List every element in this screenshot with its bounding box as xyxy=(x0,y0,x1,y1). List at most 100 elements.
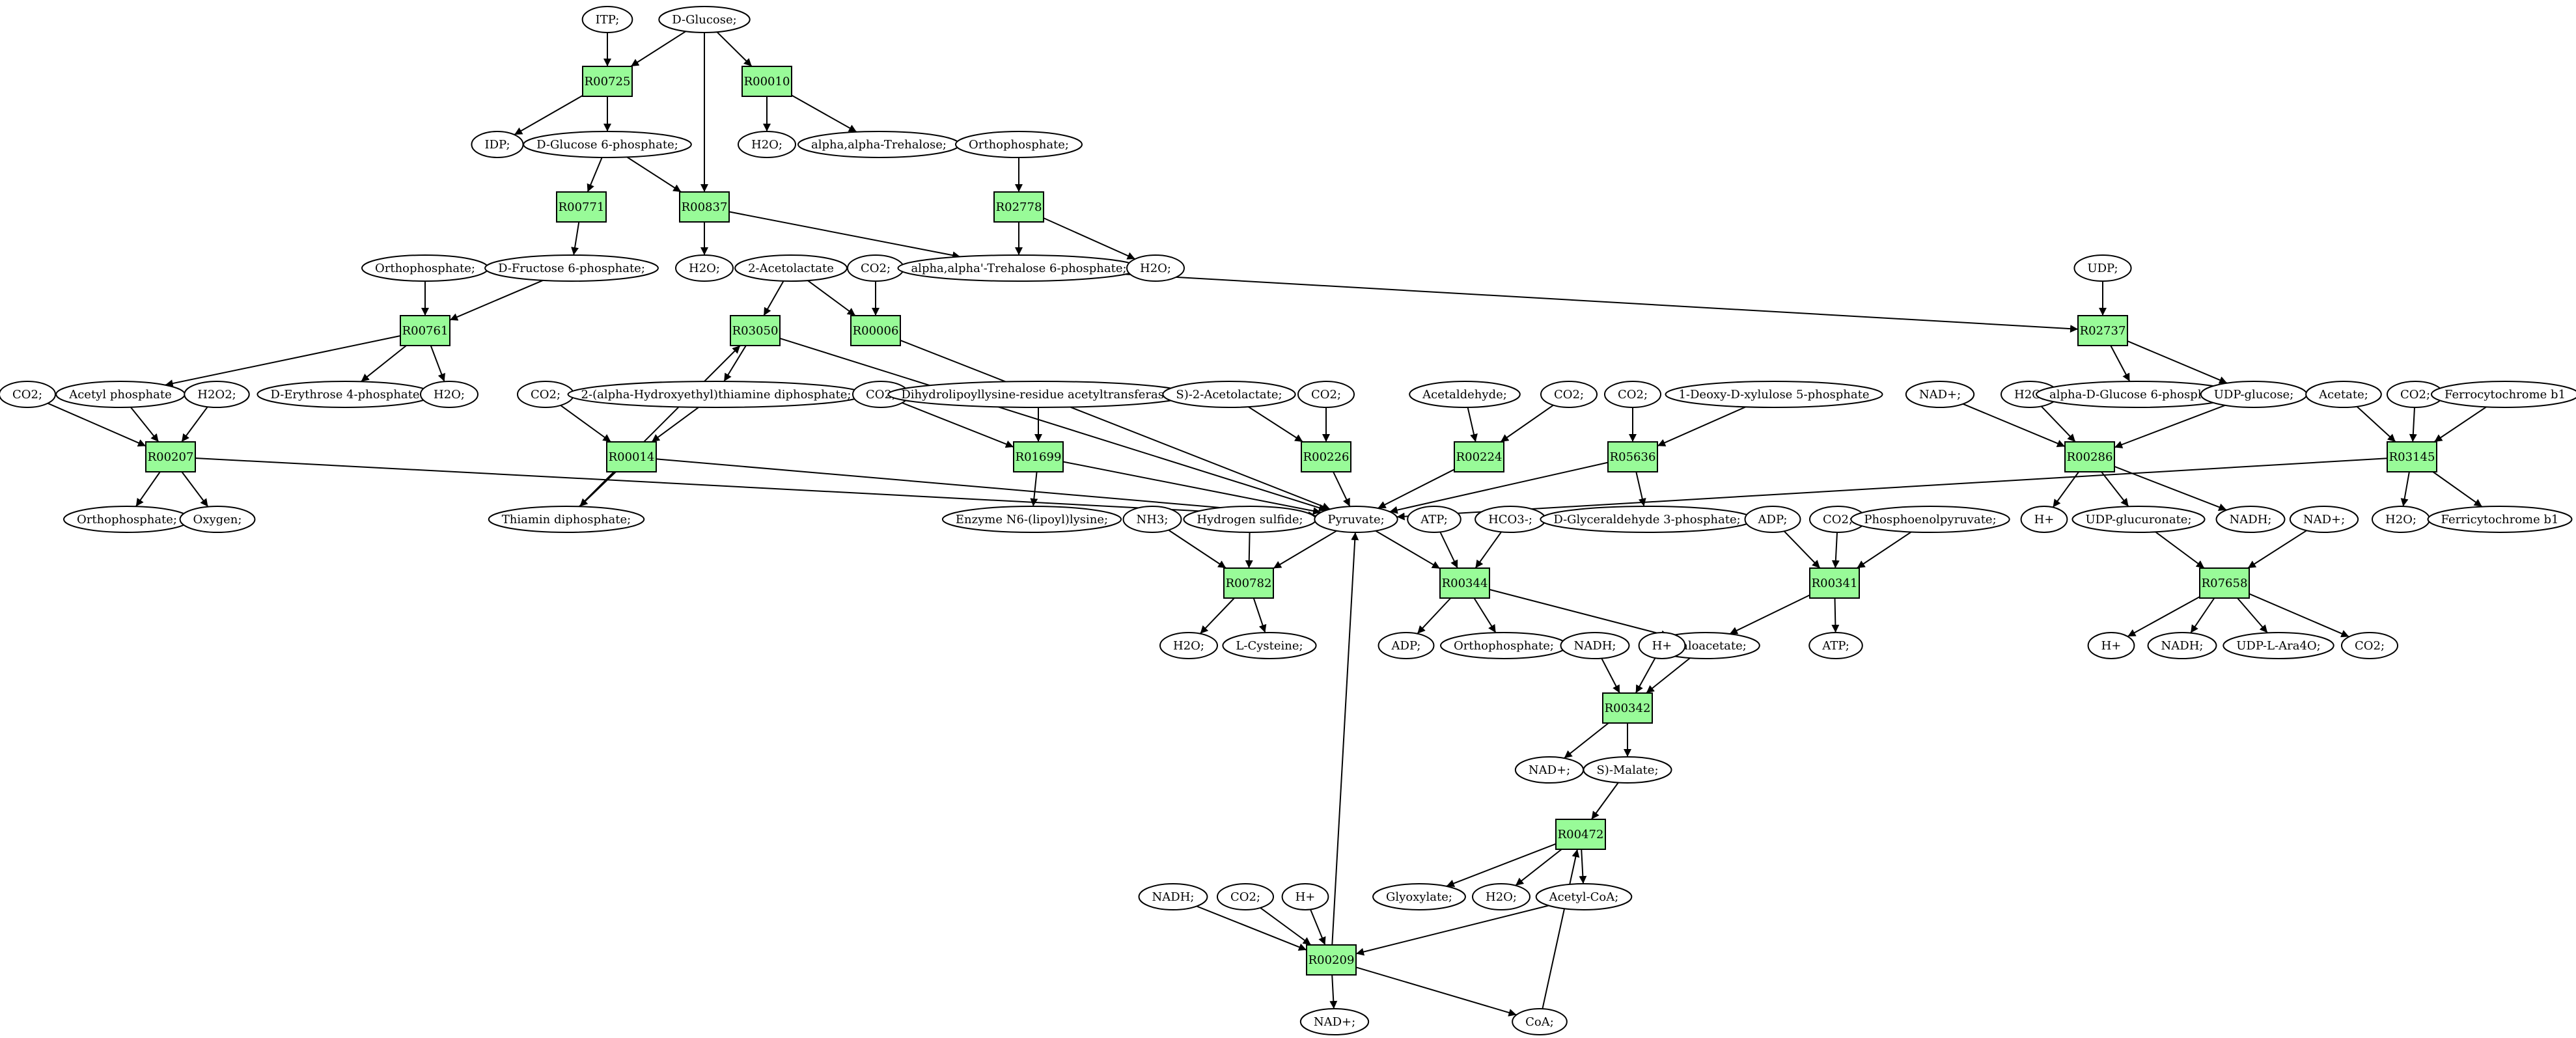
reaction-node-r00226[interactable]: R00226 xyxy=(1301,441,1351,472)
metabolite-node-co2-7[interactable]: CO2; xyxy=(1603,381,1662,408)
metabolite-node-nh3[interactable]: NH3; xyxy=(1122,506,1182,533)
metabolite-node-lipo[interactable]: Enzyme N6-(lipoyl)lysine; xyxy=(941,506,1122,533)
metabolite-node-hp-4[interactable]: H+ xyxy=(1281,883,1329,910)
metabolite-node-pi-1[interactable]: Orthophosphate; xyxy=(954,131,1083,158)
metabolite-node-o2[interactable]: Oxygen; xyxy=(179,506,256,533)
metabolite-node-dglc[interactable]: D-Glucose; xyxy=(658,6,751,33)
metabolite-node-t6p[interactable]: alpha,alpha'-Trehalose 6-phosphate; xyxy=(897,254,1141,282)
metabolite-node-co2-10[interactable]: CO2; xyxy=(2340,632,2399,659)
metabolite-node-pep[interactable]: Phosphoenolpyruvate; xyxy=(1850,506,2010,533)
metabolite-node-h2o-8[interactable]: H2O; xyxy=(1472,883,1530,910)
metabolite-node-treh[interactable]: alpha,alpha-Trehalose; xyxy=(797,131,960,158)
metabolite-node-atp-1[interactable]: ATP; xyxy=(1407,506,1461,533)
reaction-node-r00006[interactable]: R00006 xyxy=(850,315,901,346)
metabolite-node-h2o-4[interactable]: H2O; xyxy=(420,381,478,408)
metabolite-node-nadh-2[interactable]: NADH; xyxy=(2147,632,2217,659)
metabolite-node-hp-3[interactable]: H+ xyxy=(1638,632,1686,659)
reaction-node-r07658[interactable]: R07658 xyxy=(2199,567,2250,599)
metabolite-node-accoa[interactable]: Acetyl-CoA; xyxy=(1535,883,1633,910)
metabolite-node-co2-3[interactable]: CO2; xyxy=(516,381,575,408)
metabolite-node-pi-2[interactable]: Orthophosphate; xyxy=(361,254,490,282)
metabolite-node-e4p[interactable]: D-Erythrose 4-phosphate xyxy=(256,381,434,408)
metabolite-node-h2o2[interactable]: H2O2; xyxy=(184,381,250,408)
metabolite-node-co2-2[interactable]: CO2; xyxy=(0,381,57,408)
metabolite-node-udp[interactable]: UDP; xyxy=(2073,254,2132,282)
reaction-node-r00782[interactable]: R00782 xyxy=(1223,567,1274,599)
reaction-node-r00837[interactable]: R00837 xyxy=(679,191,730,223)
reaction-node-r00286[interactable]: R00286 xyxy=(2064,441,2115,472)
reaction-node-r00344[interactable]: R00344 xyxy=(1439,567,1490,599)
metabolite-node-ace[interactable]: Acetate; xyxy=(2305,381,2382,408)
metabolite-node-glx[interactable]: Glyoxylate; xyxy=(1372,883,1466,910)
metabolite-node-h2o-7[interactable]: H2O; xyxy=(1159,632,1218,659)
metabolite-node-udpg[interactable]: UDP-glucose; xyxy=(2200,381,2308,408)
metabolite-node-nadp-2[interactable]: NAD+; xyxy=(2289,506,2359,533)
metabolite-node-nadh-4[interactable]: NADH; xyxy=(1138,883,1208,910)
reaction-node-r02737[interactable]: R02737 xyxy=(2077,315,2128,346)
metabolite-node-nadh-3[interactable]: NADH; xyxy=(1560,632,1630,659)
reaction-node-r00224[interactable]: R00224 xyxy=(1454,441,1504,472)
metabolite-node-h2o-6[interactable]: H2O; xyxy=(2372,506,2430,533)
metabolite-node-frcb1[interactable]: Ferricytochrome b1 xyxy=(2427,506,2573,533)
metabolite-node-adp-1[interactable]: ADP; xyxy=(1744,506,1801,533)
metabolite-node-fcb1[interactable]: Ferrocytochrome b1 xyxy=(2431,381,2576,408)
metabolite-node-pi-3[interactable]: Orthophosphate; xyxy=(62,506,191,533)
metabolite-node-co2-4[interactable]: CO2; xyxy=(852,381,910,408)
metabolite-node-ag6p[interactable]: alpha-D-Glucose 6-phosphate xyxy=(2036,381,2237,408)
reaction-node-r01699[interactable]: R01699 xyxy=(1013,441,1064,472)
metabolite-node-co2-9[interactable]: CO2; xyxy=(1808,506,1867,533)
metabolite-node-tpp[interactable]: Thiamin diphosphate; xyxy=(488,506,645,533)
metabolite-node-h2o-5[interactable]: H2O; xyxy=(2001,381,2059,408)
reaction-node-r03145[interactable]: R03145 xyxy=(2387,441,2437,472)
metabolite-node-f6p[interactable]: D-Fructose 6-phosphate; xyxy=(484,254,659,282)
reaction-node-r03050[interactable]: R03050 xyxy=(730,315,781,346)
reaction-node-r00207[interactable]: R00207 xyxy=(145,441,196,472)
metabolite-node-nadp-1[interactable]: NAD+; xyxy=(1905,381,1975,408)
metabolite-node-cys[interactable]: L-Cysteine; xyxy=(1222,632,1317,659)
reaction-node-r00209[interactable]: R00209 xyxy=(1306,944,1357,976)
metabolite-node-pyr[interactable]: Pyruvate; xyxy=(1314,506,1398,533)
reaction-node-r00472[interactable]: R00472 xyxy=(1555,819,1606,850)
reaction-node-r00010[interactable]: R00010 xyxy=(741,66,792,97)
reaction-node-r00341[interactable]: R00341 xyxy=(1809,567,1860,599)
metabolite-node-nadh-1[interactable]: NADH; xyxy=(2215,506,2286,533)
metabolite-node-saclac[interactable]: S)-2-Acetolactate; xyxy=(1162,381,1296,408)
metabolite-node-gap[interactable]: D-Glyceraldehyde 3-phosphate; xyxy=(1540,506,1754,533)
metabolite-node-pi-4[interactable]: Orthophosphate; xyxy=(1439,632,1568,659)
metabolite-node-h2o-1[interactable]: H2O; xyxy=(738,131,796,158)
metabolite-node-aclac[interactable]: 2-Acetolactate xyxy=(734,254,848,282)
metabolite-node-adp-2[interactable]: ADP; xyxy=(1378,632,1435,659)
metabolite-node-coa[interactable]: CoA; xyxy=(1512,1008,1568,1035)
reaction-node-r00771[interactable]: R00771 xyxy=(556,191,607,223)
metabolite-node-itp[interactable]: ITP; xyxy=(581,6,633,33)
metabolite-node-dxp[interactable]: 1-Deoxy-D-xylulose 5-phosphate xyxy=(1665,381,1883,408)
metabolite-node-dlat[interactable]: Dihydrolipoyllysine-residue acetyltransf… xyxy=(887,381,1189,408)
metabolite-node-atp-2[interactable]: ATP; xyxy=(1808,632,1863,659)
metabolite-node-co2-1[interactable]: CO2; xyxy=(846,254,905,282)
metabolite-node-h2s[interactable]: Hydrogen sulfide; xyxy=(1183,506,1317,533)
metabolite-node-h2o-3[interactable]: H2O; xyxy=(1126,254,1185,282)
metabolite-node-h2o-2[interactable]: H2O; xyxy=(675,254,734,282)
metabolite-node-idp[interactable]: IDP; xyxy=(471,131,524,158)
metabolite-node-hco3[interactable]: HCO3-; xyxy=(1475,506,1546,533)
metabolite-node-hp-2[interactable]: H+ xyxy=(2087,632,2135,659)
metabolite-node-co2-11[interactable]: CO2; xyxy=(1216,883,1275,910)
metabolite-node-co2-8[interactable]: CO2; xyxy=(2386,381,2444,408)
reaction-node-r00342[interactable]: R00342 xyxy=(1602,692,1653,724)
metabolite-node-acp[interactable]: Acetyl phosphate xyxy=(55,381,186,408)
metabolite-node-acald[interactable]: Acetaldehyde; xyxy=(1409,381,1521,408)
metabolite-node-nadp-3[interactable]: NAD+; xyxy=(1514,756,1585,784)
metabolite-node-g6p[interactable]: D-Glucose 6-phosphate; xyxy=(523,131,692,158)
metabolite-node-hetpp[interactable]: 2-(alpha-Hydroxyethyl)thiamine diphospha… xyxy=(567,381,865,408)
reaction-node-r00014[interactable]: R00014 xyxy=(606,441,657,472)
reaction-node-r05636[interactable]: R05636 xyxy=(1607,441,1658,472)
metabolite-node-co2-5[interactable]: CO2; xyxy=(1297,381,1355,408)
metabolite-node-co2-6[interactable]: CO2; xyxy=(1540,381,1598,408)
reaction-node-r00761[interactable]: R00761 xyxy=(400,315,450,346)
metabolite-node-nadp-4[interactable]: NAD+; xyxy=(1299,1008,1370,1035)
metabolite-node-mal[interactable]: S)-Malate; xyxy=(1583,756,1672,784)
reaction-node-r00725[interactable]: R00725 xyxy=(582,66,633,97)
reaction-node-r02778[interactable]: R02778 xyxy=(993,191,1044,223)
metabolite-node-udpara[interactable]: UDP-L-Ara4O; xyxy=(2223,632,2334,659)
metabolite-node-udpga[interactable]: UDP-glucuronate; xyxy=(2071,506,2206,533)
